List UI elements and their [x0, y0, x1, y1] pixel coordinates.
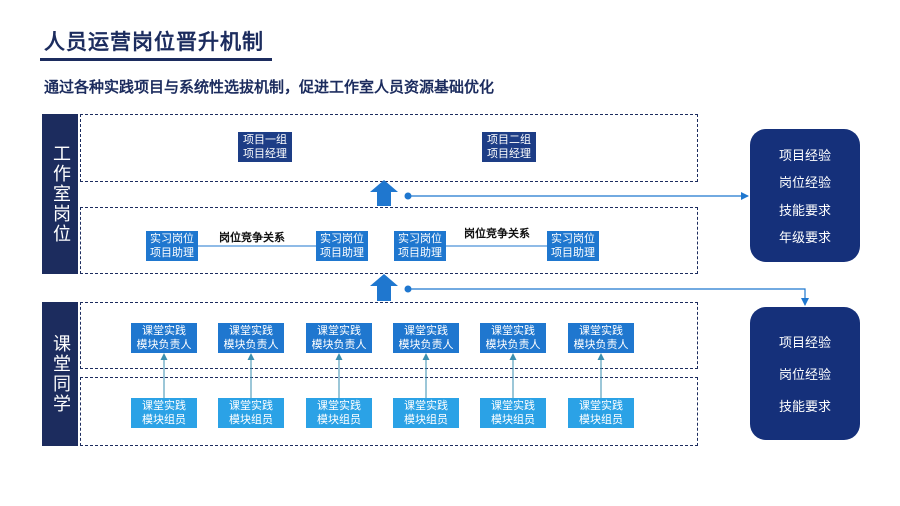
member-box-line1: 课堂实践: [142, 399, 186, 412]
criteria-item: 项目经验: [778, 336, 831, 351]
manager-row-frame: [80, 114, 698, 182]
member-box-line1: 课堂实践: [229, 399, 273, 412]
member-box: 课堂实践 模块组员: [131, 398, 197, 428]
criteria-link-dot-lower: [404, 285, 412, 293]
leader-box-line1: 课堂实践: [317, 324, 361, 337]
leader-box-line1: 课堂实践: [229, 324, 273, 337]
criteria-item: 项目经验: [778, 149, 831, 165]
leader-box: 课堂实践 模块负责人: [306, 323, 372, 353]
leader-box-line1: 课堂实践: [579, 324, 623, 337]
manager-box-line2: 项目经理: [243, 147, 287, 160]
leader-box-line1: 课堂实践: [404, 324, 448, 337]
leader-box-line2: 模块负责人: [485, 338, 541, 351]
member-box-line2: 模块组员: [491, 413, 535, 426]
criteria-panel-lower: 项目经验 岗位经验 技能要求: [750, 307, 860, 440]
member-box: 课堂实践 模块组员: [393, 398, 459, 428]
leader-box-line2: 模块负责人: [573, 338, 629, 351]
assistant-box: 实习岗位 项目助理: [146, 231, 198, 261]
page-title: 人员运营岗位晋升机制: [44, 30, 264, 54]
member-box: 课堂实践 模块组员: [480, 398, 546, 428]
criteria-item: 年级要求: [778, 230, 831, 246]
leader-box: 课堂实践 模块负责人: [480, 323, 546, 353]
assistant-box-line2: 项目助理: [320, 246, 364, 259]
leader-box: 课堂实践 模块负责人: [393, 323, 459, 353]
leader-box-line1: 课堂实践: [491, 324, 535, 337]
criteria-item: 技能要求: [778, 203, 831, 219]
member-box-line1: 课堂实践: [579, 399, 623, 412]
assistant-box-line1: 实习岗位: [150, 232, 194, 245]
member-box-line2: 模块组员: [317, 413, 361, 426]
leader-box-line1: 课堂实践: [142, 324, 186, 337]
criteria-panel-upper: 项目经验 岗位经验 技能要求 年级要求: [750, 129, 860, 262]
manager-box-line1: 项目二组: [487, 133, 531, 146]
assistant-box-line1: 实习岗位: [551, 232, 595, 245]
manager-box: 项目一组 项目经理: [238, 132, 292, 162]
member-row-frame: [80, 377, 698, 446]
criteria-item: 岗位经验: [778, 176, 831, 192]
page-subtitle: 通过各种实践项目与系统性选拔机制，促进工作室人员资源基础优化: [44, 78, 495, 96]
member-box: 课堂实践 模块组员: [218, 398, 284, 428]
leader-box: 课堂实践 模块负责人: [218, 323, 284, 353]
assistant-box-line2: 项目助理: [150, 246, 194, 259]
assistant-box-line2: 项目助理: [551, 246, 595, 259]
leader-box: 课堂实践 模块负责人: [131, 323, 197, 353]
classmate-section-label: 课堂同学: [42, 302, 78, 446]
member-box: 课堂实践 模块组员: [306, 398, 372, 428]
assistant-box: 实习岗位 项目助理: [316, 231, 368, 261]
member-box-line2: 模块组员: [229, 413, 273, 426]
criteria-link-dot-upper: [404, 192, 412, 200]
assistant-box: 实习岗位 项目助理: [394, 231, 446, 261]
manager-box-line1: 项目一组: [243, 133, 287, 146]
competition-label: 岗位竞争关系: [464, 227, 530, 240]
member-box-line1: 课堂实践: [317, 399, 361, 412]
assistant-box: 实习岗位 项目助理: [547, 231, 599, 261]
assistant-row-frame: [80, 207, 698, 274]
assistant-box-line1: 实习岗位: [320, 232, 364, 245]
member-box: 课堂实践 模块组员: [568, 398, 634, 428]
leader-box-line2: 模块负责人: [136, 338, 192, 351]
leader-box: 课堂实践 模块负责人: [568, 323, 634, 353]
member-box-line1: 课堂实践: [404, 399, 448, 412]
member-box-line2: 模块组员: [579, 413, 623, 426]
member-box-line2: 模块组员: [142, 413, 186, 426]
manager-box-line2: 项目经理: [487, 147, 531, 160]
assistant-box-line2: 项目助理: [398, 246, 442, 259]
promotion-arrow-lower-icon: [370, 274, 398, 301]
manager-box: 项目二组 项目经理: [482, 132, 536, 162]
promotion-arrow-upper-icon: [370, 180, 398, 206]
criteria-item: 岗位经验: [778, 368, 831, 383]
leader-box-line2: 模块负责人: [311, 338, 367, 351]
leader-row-frame: [80, 302, 698, 369]
competition-label: 岗位竞争关系: [219, 231, 285, 244]
member-box-line1: 课堂实践: [491, 399, 535, 412]
studio-section-label: 工作室岗位: [42, 114, 78, 274]
title-underline: [40, 58, 272, 61]
member-box-line2: 模块组员: [404, 413, 448, 426]
leader-box-line2: 模块负责人: [223, 338, 279, 351]
leader-box-line2: 模块负责人: [398, 338, 454, 351]
classmate-section-label-text: 课堂同学: [50, 334, 71, 414]
studio-section-label-text: 工作室岗位: [50, 144, 71, 244]
criteria-item: 技能要求: [778, 400, 831, 415]
assistant-box-line1: 实习岗位: [398, 232, 442, 245]
